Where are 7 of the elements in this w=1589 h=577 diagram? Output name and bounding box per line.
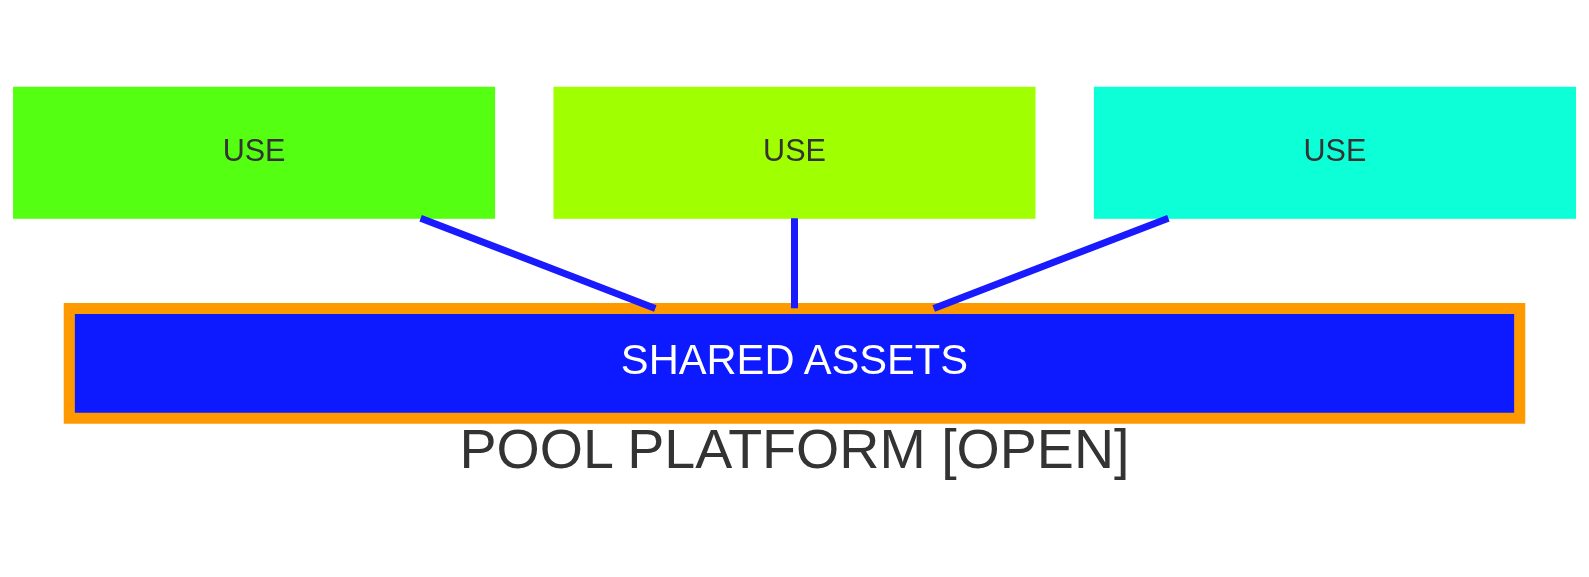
node-box: SHARED ASSETS (63, 302, 1526, 424)
node-box: USE (1093, 86, 1576, 219)
connector (791, 217, 798, 308)
node-box: USE (13, 86, 496, 219)
connector (419, 214, 657, 312)
connector (932, 214, 1170, 312)
node-box: USE (553, 86, 1036, 219)
